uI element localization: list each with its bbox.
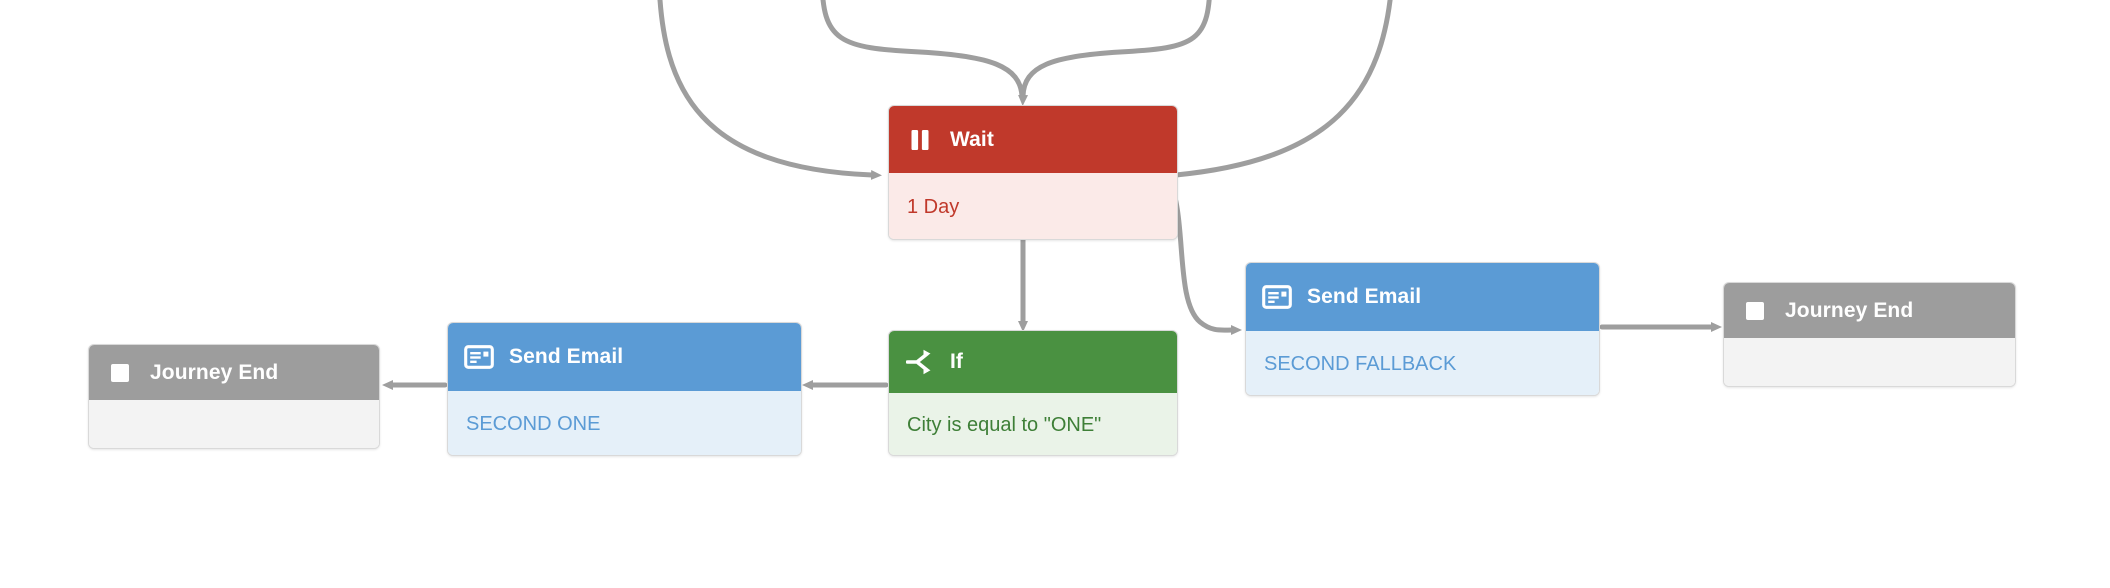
- node-send-email-second-one-header[interactable]: Send Email: [448, 323, 801, 391]
- envelope-icon: [1262, 282, 1292, 312]
- node-journey-end-left-title: Journey End: [150, 360, 279, 384]
- node-send-email-second-one[interactable]: Send Email SECOND ONE: [447, 322, 802, 456]
- edge-incoming-top-left-merge: [820, 0, 1025, 99]
- node-if-detail[interactable]: City is equal to "ONE": [889, 393, 1177, 455]
- envelope-icon: [464, 342, 494, 372]
- edge-incoming-right-to-wait: [1166, 0, 1393, 180]
- node-journey-end-right-detail[interactable]: [1724, 338, 2015, 386]
- node-journey-end-right-header[interactable]: Journey End: [1724, 283, 2015, 338]
- node-journey-end-right-title: Journey End: [1785, 298, 1914, 322]
- node-send-email-second-fallback-title: Send Email: [1307, 285, 1422, 308]
- node-send-email-second-one-title: Send Email: [509, 345, 624, 368]
- node-journey-end-left[interactable]: Journey End: [88, 344, 380, 449]
- node-journey-end-left-header[interactable]: Journey End: [89, 345, 379, 400]
- pause-icon: [905, 125, 935, 155]
- node-send-email-second-one-detail[interactable]: SECOND ONE: [448, 391, 801, 455]
- node-if-header[interactable]: If: [889, 331, 1177, 393]
- branch-icon: [905, 347, 935, 377]
- stop-square-icon: [105, 358, 135, 388]
- node-if-title: If: [950, 350, 964, 373]
- node-journey-end-right[interactable]: Journey End: [1723, 282, 2016, 387]
- node-wait-header[interactable]: Wait: [889, 106, 1177, 173]
- node-wait-detail[interactable]: 1 Day: [889, 173, 1177, 239]
- edge-incoming-left-to-wait: [657, 0, 882, 180]
- node-journey-end-left-detail[interactable]: [89, 400, 379, 448]
- node-wait-title: Wait: [950, 127, 994, 151]
- node-wait[interactable]: Wait 1 Day: [888, 105, 1178, 240]
- node-if[interactable]: If City is equal to "ONE": [888, 330, 1178, 456]
- node-send-email-second-fallback-detail[interactable]: SECOND FALLBACK: [1246, 331, 1599, 395]
- edge-incoming-top-right-merge: [1018, 0, 1212, 106]
- stop-square-icon: [1740, 296, 1770, 326]
- node-send-email-second-fallback-header[interactable]: Send Email: [1246, 263, 1599, 331]
- node-send-email-second-fallback[interactable]: Send Email SECOND FALLBACK: [1245, 262, 1600, 396]
